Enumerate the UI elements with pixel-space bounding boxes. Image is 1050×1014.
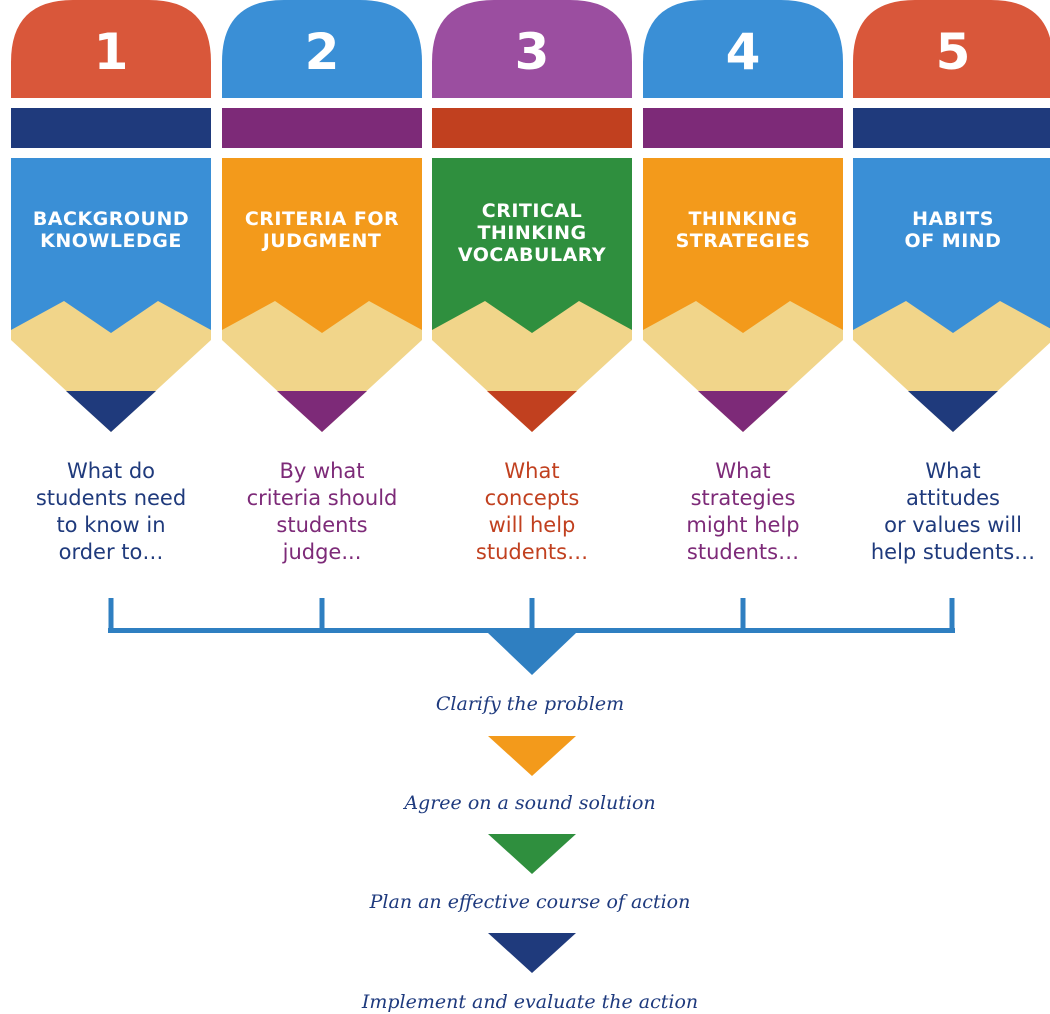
process-step: Clarify the problem [435, 693, 625, 715]
bracket-tick [740, 598, 746, 633]
pencil-lead [277, 391, 367, 432]
pencil-band [222, 108, 422, 148]
pencil-wood [222, 300, 422, 432]
pencil-lead [698, 391, 788, 432]
step-arrow [488, 736, 576, 776]
pencil-lead [66, 391, 156, 432]
pencil-body [643, 158, 843, 333]
pencil-cap [643, 0, 843, 98]
pencil-band [11, 108, 211, 148]
pencil-lead [908, 391, 998, 432]
pencil-label: HABITS OF MIND [904, 208, 1002, 252]
guiding-question: What concepts will help students… [475, 459, 589, 564]
pencil-cap [11, 0, 211, 98]
step-arrow [488, 633, 576, 675]
pencil-band [643, 108, 843, 148]
pencil-body [853, 158, 1050, 333]
pencil-number: 5 [935, 23, 971, 81]
pencil-number: 1 [93, 23, 129, 81]
pencil-number: 3 [514, 23, 550, 81]
guiding-question: What attitudes or values will help stude… [870, 459, 1036, 564]
pencil-body [222, 158, 422, 333]
pencil-label: CRITERIA FOR JUDGMENT [244, 208, 400, 252]
pencil-cap [853, 0, 1050, 98]
pencil-label: THINKING STRATEGIES [675, 208, 811, 252]
pencil-wood [432, 300, 632, 432]
process-step: Implement and evaluate the action [361, 991, 699, 1013]
guiding-question: By what criteria should students judge..… [246, 459, 398, 564]
bracket-tick [108, 598, 114, 633]
pencil-cap [222, 0, 422, 98]
pencil-wood [853, 300, 1050, 432]
process-step: Plan an effective course of action [369, 891, 691, 913]
pencil-number: 4 [725, 23, 761, 81]
pencil-body [11, 158, 211, 333]
process-step: Agree on a sound solution [404, 792, 656, 814]
step-arrow [488, 834, 576, 874]
pencil-wood [643, 300, 843, 432]
bracket-tick [949, 598, 955, 633]
bracket-tick [319, 598, 325, 633]
pencil-band [432, 108, 632, 148]
guiding-question: What strategies might help students… [686, 459, 800, 564]
pencil-label: BACKGROUND KNOWLEDGE [32, 208, 190, 252]
pencil-body [432, 158, 632, 333]
pencil-label: CRITICAL THINKING VOCABULARY [457, 200, 607, 266]
step-arrow [488, 933, 576, 973]
bracket-tick [529, 598, 535, 633]
pencil-wood [11, 300, 211, 432]
pencil-band [853, 108, 1050, 148]
pencil-lead [487, 391, 577, 432]
guiding-question: What do students need to know in order t… [35, 459, 187, 564]
pencil-cap [432, 0, 632, 98]
pencil-number: 2 [304, 23, 340, 81]
